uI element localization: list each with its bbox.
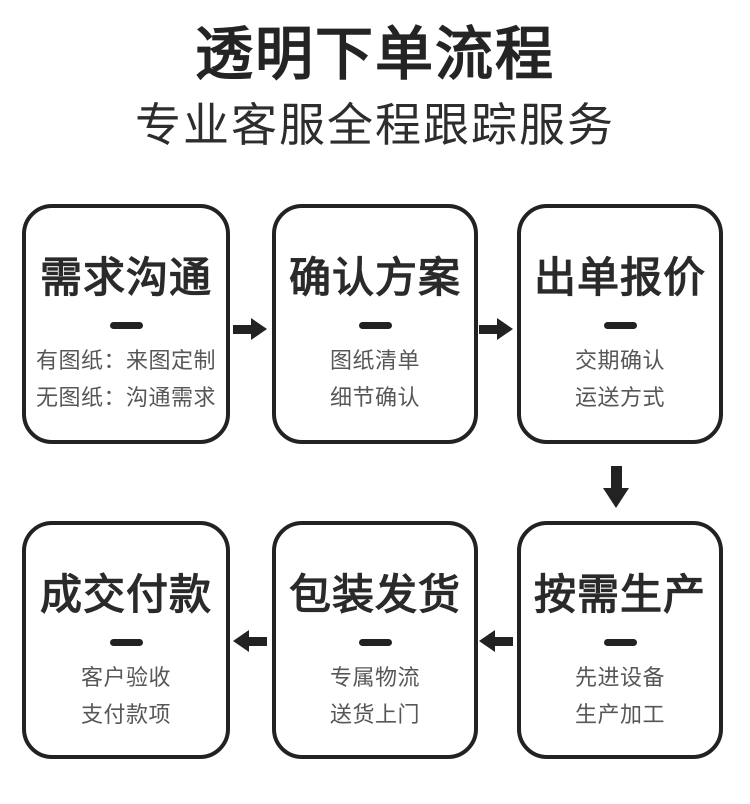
step-title: 出单报价 [533, 254, 706, 301]
step-detail: 客户验收 [80, 665, 171, 690]
arrow-left-icon [233, 630, 267, 652]
step-detail: 运送方式 [574, 385, 665, 410]
arrow-right-icon [233, 318, 267, 340]
step-detail: 交期确认 [574, 348, 665, 373]
divider [358, 322, 392, 329]
divider [109, 322, 143, 329]
step-detail: 专属物流 [329, 665, 420, 690]
step-title: 按需生产 [533, 571, 706, 618]
step-detail: 送货上门 [329, 702, 420, 727]
step-title: 需求沟通 [39, 254, 212, 301]
flow-step-card-production: 按需生产 先进设备 生产加工 [517, 521, 723, 759]
step-detail: 生产加工 [574, 702, 665, 727]
step-detail: 图纸清单 [329, 348, 420, 373]
step-title: 成交付款 [39, 571, 212, 618]
divider [358, 639, 392, 646]
arrow-right-icon [479, 318, 513, 340]
step-title: 确认方案 [288, 254, 461, 301]
flow-step-card-payment: 成交付款 客户验收 支付款项 [22, 521, 230, 759]
page-title: 透明下单流程 [194, 22, 555, 87]
step-detail: 无图纸：沟通需求 [35, 385, 216, 410]
divider [603, 639, 637, 646]
flow-step-card-quote: 出单报价 交期确认 运送方式 [517, 204, 723, 444]
flow-step-card-confirm-plan: 确认方案 图纸清单 细节确认 [272, 204, 478, 444]
step-detail: 支付款项 [80, 702, 171, 727]
step-detail: 先进设备 [574, 665, 665, 690]
flow-step-card-shipping: 包装发货 专属物流 送货上门 [272, 521, 478, 759]
arrow-left-icon [479, 630, 513, 652]
divider [603, 322, 637, 329]
flow-step-card-requirements: 需求沟通 有图纸：来图定制 无图纸：沟通需求 [22, 204, 230, 444]
arrow-down-icon [603, 466, 629, 508]
page-subtitle: 专业客服全程跟踪服务 [135, 99, 615, 151]
step-title: 包装发货 [288, 571, 461, 618]
step-detail: 细节确认 [329, 385, 420, 410]
step-detail: 有图纸：来图定制 [35, 348, 216, 373]
divider [109, 639, 143, 646]
